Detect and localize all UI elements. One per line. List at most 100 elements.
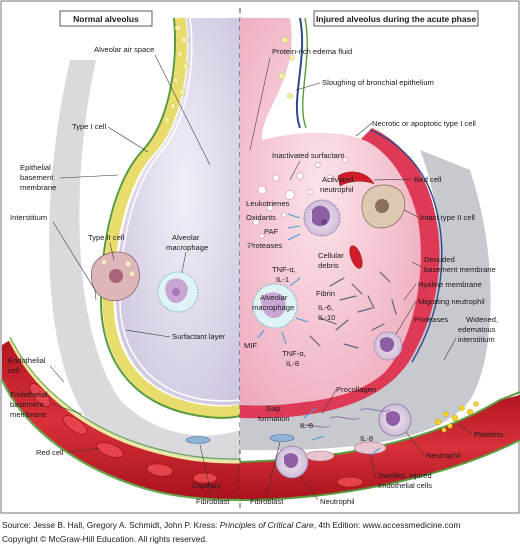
label-fibroblast-left: Fibroblast xyxy=(196,497,230,506)
label-epithelial-bm-3: membrane xyxy=(20,183,56,192)
neutrophil-capillary-2 xyxy=(275,445,309,479)
swollen-endothelial-2 xyxy=(305,450,335,462)
label-oxidants: Oxidants xyxy=(246,213,276,222)
label-hyaline-membrane: Hyaline membrane xyxy=(418,280,482,289)
label-denuded-bm-1: Denuded xyxy=(424,255,455,264)
label-protein-edema: Protein-rich edema fluid xyxy=(272,47,352,56)
label-il8-a: IL-8 xyxy=(300,421,313,430)
label-il6-il10-2: IL-10 xyxy=(318,313,335,322)
fibrin-strands xyxy=(309,271,397,349)
endothelial-bm-left xyxy=(9,336,240,460)
capillary-lower-wall-right xyxy=(240,439,520,501)
label-leukotrienes: Leukotrienes xyxy=(246,199,290,208)
label-inactivated-surfactant: Inactivated surfactant xyxy=(272,151,345,160)
label-alveolar-air-space: Alveolar air space xyxy=(94,45,154,54)
label-cellular-debris-2: debris xyxy=(318,261,339,270)
intact-type2-cell xyxy=(361,184,406,229)
label-tnf-il1-2: IL-1 xyxy=(276,275,289,284)
label-gap-formation-2: formation xyxy=(258,414,290,423)
label-swollen-1: Swollen, injured xyxy=(378,471,432,480)
label-paf: PAF xyxy=(264,227,279,236)
endothelium-left xyxy=(8,339,240,464)
sloughed-cells xyxy=(278,36,295,99)
label-proteases-b: Proteases xyxy=(414,315,448,324)
label-widened-2: edematous xyxy=(458,325,496,334)
label-alveolar-macrophage-r2: macrophage xyxy=(252,303,294,312)
red-cell-left-4 xyxy=(146,463,174,477)
label-red-cell-right: Red cell xyxy=(414,175,442,184)
red-cell-left-3 xyxy=(96,442,124,458)
type2-cell-left xyxy=(91,251,140,302)
label-type1-cell: Type I cell xyxy=(72,122,106,131)
footer-source-title: Principles of Critical Care xyxy=(219,520,314,530)
capillary-left xyxy=(2,340,240,500)
label-alveolar-macrophage-r1: Alveolar xyxy=(260,293,288,302)
label-proteases-a: Proteases xyxy=(248,241,282,250)
mediator-arrows xyxy=(257,213,381,457)
alveolar-air-space xyxy=(116,18,240,405)
label-surfactant-layer: Surfactant layer xyxy=(172,332,226,341)
label-endothelial-bm-1: Endothelial xyxy=(10,390,48,399)
label-migrating-neutrophil: Migrating neutrophil xyxy=(418,297,485,306)
label-widened-3: interstitium xyxy=(458,335,495,344)
bronchial-wall-right-outer xyxy=(295,17,304,129)
bronchial-wall-right-green xyxy=(302,17,308,129)
label-il8-b: IL-8 xyxy=(360,434,373,443)
label-activated-neutrophil-1: Activated xyxy=(322,175,353,184)
label-alveolar-macrophage-1: Alveolar xyxy=(172,233,200,242)
injured-alveolus xyxy=(240,17,520,501)
label-cellular-debris-1: Cellular xyxy=(318,251,344,260)
red-cell-left-2 xyxy=(62,415,88,435)
label-il6-il10-1: IL-6, xyxy=(318,303,333,312)
migrating-neutrophil xyxy=(373,331,403,361)
label-neutrophil-a: Neutrophil xyxy=(426,451,461,460)
label-swollen-2: endothelial cells xyxy=(378,481,432,490)
normal-alveolus xyxy=(1,17,240,502)
label-alveolar-macrophage-2: macrophage xyxy=(166,243,208,252)
red-cell-right-cap xyxy=(336,476,364,488)
procollagen-fibers xyxy=(299,408,391,428)
label-sloughing: Sloughing of bronchial epithelium xyxy=(322,78,434,87)
interstitium-region xyxy=(49,60,240,474)
neutrophil-capillary-1 xyxy=(378,403,412,437)
platelets xyxy=(434,401,479,433)
label-endothelial-bm-3: membrane xyxy=(10,410,46,419)
widened-interstitium xyxy=(240,150,491,451)
header-left: Normal alveolus xyxy=(73,14,139,24)
activated-neutrophil xyxy=(303,199,341,237)
label-platelets: Platelets xyxy=(474,430,503,439)
label-epithelial-bm-2: basement xyxy=(20,173,54,182)
label-neutrophil-b: Neutrophil xyxy=(320,497,355,506)
inactivated-surfactant-bubbles xyxy=(247,157,359,248)
fibroblast-right xyxy=(269,434,295,442)
label-capillary: Capillary xyxy=(192,481,221,490)
label-intact-type2: Intact type II cell xyxy=(420,213,475,222)
label-tnf-il8-2: IL-8 xyxy=(286,359,299,368)
footer-source: Source: Jesse B. Hall, Gregory A. Schmid… xyxy=(2,520,460,531)
label-endothelial-cell-1: Endothelial xyxy=(8,356,46,365)
red-cell-airspace-2 xyxy=(349,245,363,269)
label-fibroblast-right: Fibroblast xyxy=(250,497,284,506)
footer-source-prefix: Source: Jesse B. Hall, Gregory A. Schmid… xyxy=(2,520,220,530)
alveolar-macrophage-left xyxy=(157,271,199,313)
label-endothelial-cell-2: cell xyxy=(8,366,20,375)
label-procollagen: Procollagen xyxy=(336,385,376,394)
label-gap-formation-1: Gap xyxy=(266,404,280,413)
label-tnf-il8-1: TNF-α, xyxy=(282,349,306,358)
red-cell-left-5 xyxy=(192,472,218,484)
label-epithelial-bm-1: Epithelial xyxy=(20,163,51,172)
label-type2-cell: Type II cell xyxy=(88,233,125,242)
footer-copyright: Copyright © McGraw-Hill Education. All r… xyxy=(2,534,208,544)
label-red-cell-left: Red cell xyxy=(36,448,64,457)
footer-source-suffix: , 4th Edition: www.accessmedicine.com xyxy=(313,520,461,530)
label-mif: MIF xyxy=(244,341,257,350)
label-activated-neutrophil-2: neutrophil xyxy=(320,185,354,194)
denuded-bm-line xyxy=(369,129,443,363)
label-fibrin: Fibrin xyxy=(316,289,335,298)
red-cell-left-1 xyxy=(29,383,51,407)
label-widened-1: Widened, xyxy=(466,315,498,324)
fibroblast-left xyxy=(185,436,211,444)
header-right-box xyxy=(313,10,479,27)
label-tnf-il1-1: TNF-α, xyxy=(272,265,296,274)
